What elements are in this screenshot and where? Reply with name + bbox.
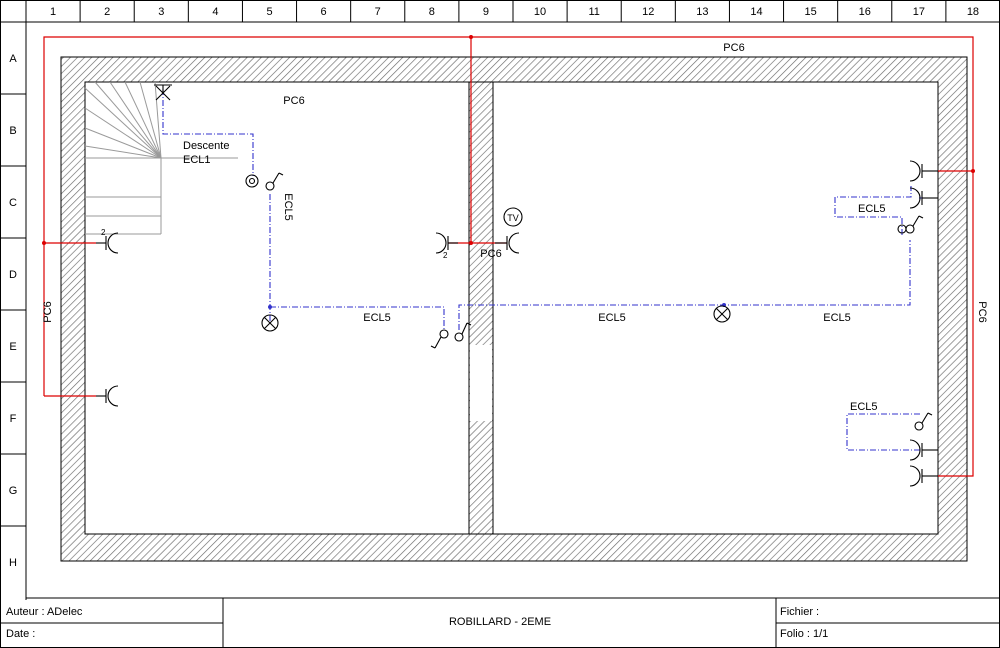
label-socket-qty-center: 2 [443, 251, 448, 260]
column-label: 6 [321, 6, 327, 18]
cartouche-file: Fichier : [780, 606, 819, 618]
column-label: 8 [429, 6, 435, 18]
column-label: 4 [212, 6, 218, 18]
switch-icon [914, 412, 933, 431]
ceiling-outlet-icon [245, 174, 259, 188]
socket-icon [909, 465, 938, 487]
lighting-circuit-ecl5 [162, 89, 938, 451]
column-label: 1 [50, 6, 56, 18]
column-label: 13 [696, 6, 708, 18]
two-way-switch-icon [430, 329, 449, 349]
cartouche-author: Auteur : ADelec [6, 606, 83, 618]
walls [60, 56, 968, 562]
column-label: 14 [750, 6, 762, 18]
row-label: F [10, 413, 17, 425]
plan-labels: PC6 PC6 Descente ECL1 ECL5 PC6 PC6 PC6 E… [42, 42, 988, 413]
row-label: E [9, 341, 16, 353]
column-label: 3 [158, 6, 164, 18]
ceiling-light-icon [261, 314, 279, 332]
two-way-switch-icon [454, 322, 472, 342]
stair-light-point-icon [154, 84, 172, 101]
column-label: 9 [483, 6, 489, 18]
cartouche-date: Date : [6, 628, 35, 640]
column-label: 7 [375, 6, 381, 18]
label-ecl5-left: ECL5 [363, 312, 391, 324]
label-pc6-right: PC6 [976, 301, 988, 322]
label-ecl5-upper-right: ECL5 [858, 203, 886, 215]
partition-wall [468, 81, 494, 535]
partition-opening [470, 345, 492, 421]
label-ecl5-right: ECL5 [823, 312, 851, 324]
power-circuit-pc6 [43, 36, 974, 477]
cartouche-folio: Folio : 1/1 [780, 628, 828, 640]
switch-icon [265, 172, 284, 191]
column-label: 18 [967, 6, 979, 18]
cartouche-title: ROBILLARD - 2EME [449, 616, 551, 628]
title-block: Auteur : ADelec Date : ROBILLARD - 2EME … [0, 598, 1000, 648]
column-label: 2 [104, 6, 110, 18]
socket-icon [909, 439, 938, 461]
row-label: D [9, 269, 17, 281]
column-label: 11 [588, 6, 599, 18]
socket-icon [96, 385, 119, 407]
outer-walls [60, 56, 968, 562]
ceiling-light-icon [713, 305, 731, 323]
label-ecl5-center: ECL5 [598, 312, 626, 324]
electrical-symbols [96, 84, 938, 487]
tv-socket-icon [495, 207, 523, 254]
label-pc6-partition: PC6 [480, 248, 501, 260]
row-label: G [9, 485, 18, 497]
label-pc6-top: PC6 [723, 42, 744, 54]
column-label: 15 [804, 6, 816, 18]
column-label: 17 [913, 6, 925, 18]
column-label: 5 [266, 6, 272, 18]
column-label: 10 [534, 6, 546, 18]
label-pc6-room: PC6 [283, 95, 304, 107]
double-socket-icon [435, 232, 458, 254]
label-ecl5-lower-right: ECL5 [850, 401, 878, 413]
lighting-junctions [268, 303, 726, 309]
row-label: A [9, 53, 17, 65]
label-pc6-left: PC6 [42, 301, 54, 322]
label-ecl1: ECL1 [183, 154, 211, 166]
double-socket-icon [96, 232, 119, 254]
row-label: H [9, 557, 17, 569]
socket-icon [909, 187, 938, 209]
power-junctions [42, 35, 975, 245]
row-labels: A B C D E F G H [9, 53, 18, 569]
label-socket-qty-left: 2 [101, 228, 106, 237]
double-switch-icon [897, 215, 924, 234]
column-label: 12 [642, 6, 654, 18]
staircase [84, 81, 238, 235]
socket-icon [909, 160, 938, 182]
row-label: B [9, 125, 16, 137]
label-ecl5-vertical: ECL5 [282, 193, 294, 221]
column-label: 16 [859, 6, 871, 18]
row-label: C [9, 197, 17, 209]
label-descente: Descente [183, 140, 229, 152]
label-tv: TV [507, 213, 519, 223]
